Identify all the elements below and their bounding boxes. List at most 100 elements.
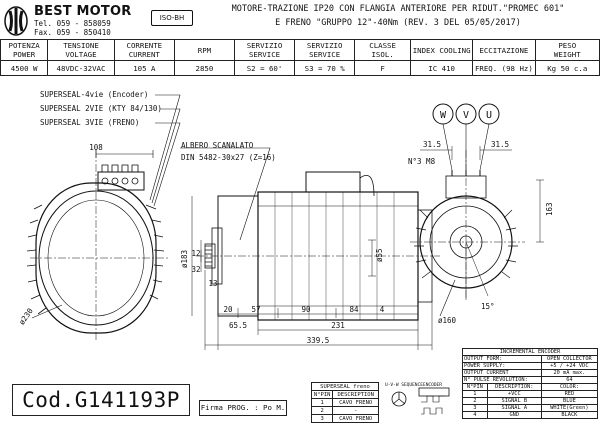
dim-15-deg: 15° [481, 302, 495, 311]
sequence-label: U-V-W SEQUENCE [385, 382, 423, 388]
spec-header-line2: CURRENT [128, 50, 160, 59]
phase-u-label: U [486, 110, 492, 121]
spec-header-line1: PESO [558, 41, 577, 50]
left-end-view [26, 94, 181, 340]
dim-4: 4 [380, 305, 385, 314]
spec-value-cell: 105 A [113, 60, 175, 76]
spec-header-line1: TENSIONE [63, 41, 99, 50]
encoder-spec-value: 64 [540, 376, 599, 384]
iso-badge: ISO-BH [151, 10, 193, 26]
spec-header-line1: SERVIZIO [246, 41, 283, 50]
spec-value-cell: 2850 [173, 60, 235, 76]
ss-pin: 2 [310, 406, 334, 415]
dim-d55: ø55 [375, 248, 384, 262]
encoder-pin-desc: +VCC [486, 390, 542, 398]
ss-header-pin: N°PIN [310, 390, 334, 399]
ss-desc: - [332, 406, 379, 415]
spec-header-line2: ISOL. [371, 50, 394, 59]
encoder-spec-key: N° PULSE REVOLUTION: [462, 376, 542, 384]
ss-pin: 3 [310, 414, 334, 423]
spec-value-cell: 4500 W [0, 60, 49, 76]
encoder-pin-desc: SIGNAL B [486, 397, 542, 405]
spec-header-line2: SERVICE [248, 50, 281, 59]
dim-d230: ø230 [17, 306, 35, 326]
spec-header-cell: RPM [173, 39, 235, 61]
side-view [180, 147, 440, 350]
fax-number: Fax. 059 - 850410 [34, 28, 111, 37]
spec-header-line1: RPM [197, 45, 212, 55]
spec-header-line1: SERVIZIO [306, 41, 343, 50]
dim-231: 231 [331, 321, 345, 330]
drawing-title-line1: MOTORE-TRAZIONE IP20 CON FLANGIA ANTERIO… [231, 4, 565, 14]
dim-108: 108 [89, 143, 103, 152]
drawing-code: Cod.G141193P [12, 384, 190, 416]
ss-desc: CAVO FRENO [332, 398, 379, 407]
shaft-label-line1: ALBERO SCANALATO [181, 141, 254, 150]
spec-header-line1: POTENZA [8, 41, 40, 50]
note-n3-m8: N°3 M8 [408, 157, 436, 166]
shaft-label-line2: DIN 5482-30x27 (Z=16) [181, 153, 276, 162]
phase-v-label: V [463, 110, 469, 121]
contact-info: Tel. 059 - 858059 Fax. 059 - 850410 [34, 19, 111, 37]
dim-31-5-right: 31.5 [491, 140, 509, 149]
encoder-spec-key: OUTPUT FORM: [462, 355, 542, 363]
encoder-pin-header: N°PIN [462, 383, 488, 391]
superseal-freno-title: SUPERSEAL freno [311, 382, 379, 391]
encoder-pin: 4 [462, 411, 488, 419]
spec-header-line1: ECCITAZIONE [479, 45, 529, 55]
spec-header-line2: WEIGHT [553, 50, 581, 59]
spec-value-cell: FREQ. (98 Hz) [472, 60, 536, 76]
spec-header-line2: POWER [12, 50, 36, 59]
spec-header-line2: VOLTAGE [65, 50, 97, 59]
spec-header-line1: CLASSE [369, 41, 396, 50]
drawing-title-line2: E FRENO "GRUPPO 12"-40Nm (REV. 3 DEL 05/… [275, 18, 521, 28]
dim-163: 163 [545, 202, 554, 216]
encoder-spec-key: OUTPUT CURRENT [462, 369, 542, 377]
ss-header-desc: DESCRIPTION [332, 390, 379, 399]
spec-value-cell: S2 = 60' [233, 60, 296, 76]
best-motor-logo-icon [4, 6, 28, 36]
spec-value-cell: F [354, 60, 412, 76]
incremental-encoder-table: INCREMENTAL ENCODER OUTPUT FORM:OPEN COL… [462, 348, 599, 419]
encoder-spec-value: 20 mA max. [540, 369, 599, 377]
spec-header-line1: INDEX COOLING [412, 45, 471, 55]
spec-value-cell: IC 410 [410, 60, 474, 76]
dim-13: 13 [208, 279, 217, 288]
dim-d183: ø183 [180, 250, 189, 268]
dim-57: 57 [251, 305, 260, 314]
encoder-pin: 1 [462, 390, 488, 398]
dim-20: 20 [223, 305, 233, 314]
spec-header-line1: CORRENTE [126, 41, 163, 50]
phase-w-label: W [440, 110, 447, 121]
phone-number: Tel. 059 - 858059 [34, 19, 111, 28]
encoder-spec-value: +5 / +24 VDC [540, 362, 599, 370]
spec-header-cell: ECCITAZIONE [472, 39, 536, 61]
encoder-pin-desc: GND [486, 411, 542, 419]
spec-header-line2: SERVICE [309, 50, 341, 59]
company-logo: BEST MOTOR Tel. 059 - 858059 Fax. 059 - … [4, 4, 164, 38]
firma-prog: Firma PROG. : Po M. [199, 400, 287, 416]
encoder-color-header: COLOR: [540, 383, 599, 391]
spec-value-cell: 48VDC-32VAC [47, 60, 115, 76]
encoder-diagram-label: ENCODER [423, 382, 442, 388]
encoder-pin-color: BLUE [540, 397, 599, 405]
spec-value-cell: S3 = 70 % [294, 60, 356, 76]
dim-31-5-left: 31.5 [423, 140, 441, 149]
encoder-table-title: INCREMENTAL ENCODER [462, 348, 598, 356]
technical-drawing: 108 ø230 ø183 12 32 13 20 57 90 84 4 65.… [17, 94, 554, 415]
dim-84: 84 [349, 305, 359, 314]
connector-freno-label: SUPERSEAL 3VIE (FRENO) [40, 118, 140, 127]
dim-65-5: 65.5 [229, 321, 247, 330]
encoder-desc-header: DESCRIPTION: [486, 383, 542, 391]
right-end-view [410, 103, 544, 317]
encoder-pin-desc: SIGNAL A [486, 404, 542, 412]
ss-desc: CAVO FRENO [332, 414, 379, 423]
